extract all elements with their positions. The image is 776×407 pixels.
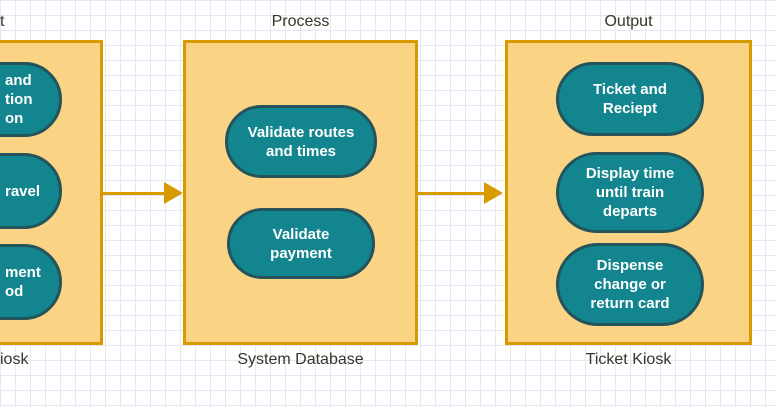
arrow-process-to-output-head-icon [484,182,503,204]
arrow-input-to-process-head-icon [164,182,183,204]
node-text-line: change or [594,276,666,293]
node-text-line: Validate [272,225,330,243]
output-node-ticket-reciept: Ticket and Reciept [556,62,704,136]
input-node-1: and tion on [0,62,62,137]
column-header-process: Process [271,13,330,30]
node-text-line: ravel [5,182,41,200]
input-node-3: ment od [0,244,62,320]
input-node-2: ravel [0,153,62,229]
node-text-line: Dispense [596,257,664,274]
output-node-display-time: Display time until train departs [556,152,704,233]
node-text-line: and times [265,142,337,160]
node-text-line: Display time [585,165,675,182]
process-node-validate-payment: Validate payment [227,208,375,279]
footer-label-ticket-kiosk: Ticket Kiosk [585,351,672,368]
process-node-validate-routes: Validate routes and times [225,105,377,178]
node-text-line: tion [5,91,33,108]
node-text-line: on [5,110,24,127]
footer-label-system-database: System Database [237,351,364,368]
node-text-line: until train [595,184,665,201]
arrow-process-to-output-line [418,192,486,195]
output-node-dispense-change: Dispense change or return card [556,243,704,326]
node-text-line: od [5,283,24,300]
node-text-line: and [5,72,32,89]
node-text-line: payment [270,244,332,262]
process-container-box [183,40,418,345]
node-text-line: ment [5,264,41,281]
node-text-line: Reciept [602,100,658,117]
column-header-input-fragment: t [0,13,5,30]
column-header-output: Output [604,13,653,30]
node-text-line: departs [602,203,658,220]
node-text-line: Validate routes [247,123,355,141]
node-text-line: return card [590,295,670,312]
node-text-line: Ticket and [593,81,667,98]
footer-label-kiosk-fragment: iosk [0,351,29,368]
arrow-input-to-process-line [103,192,165,195]
